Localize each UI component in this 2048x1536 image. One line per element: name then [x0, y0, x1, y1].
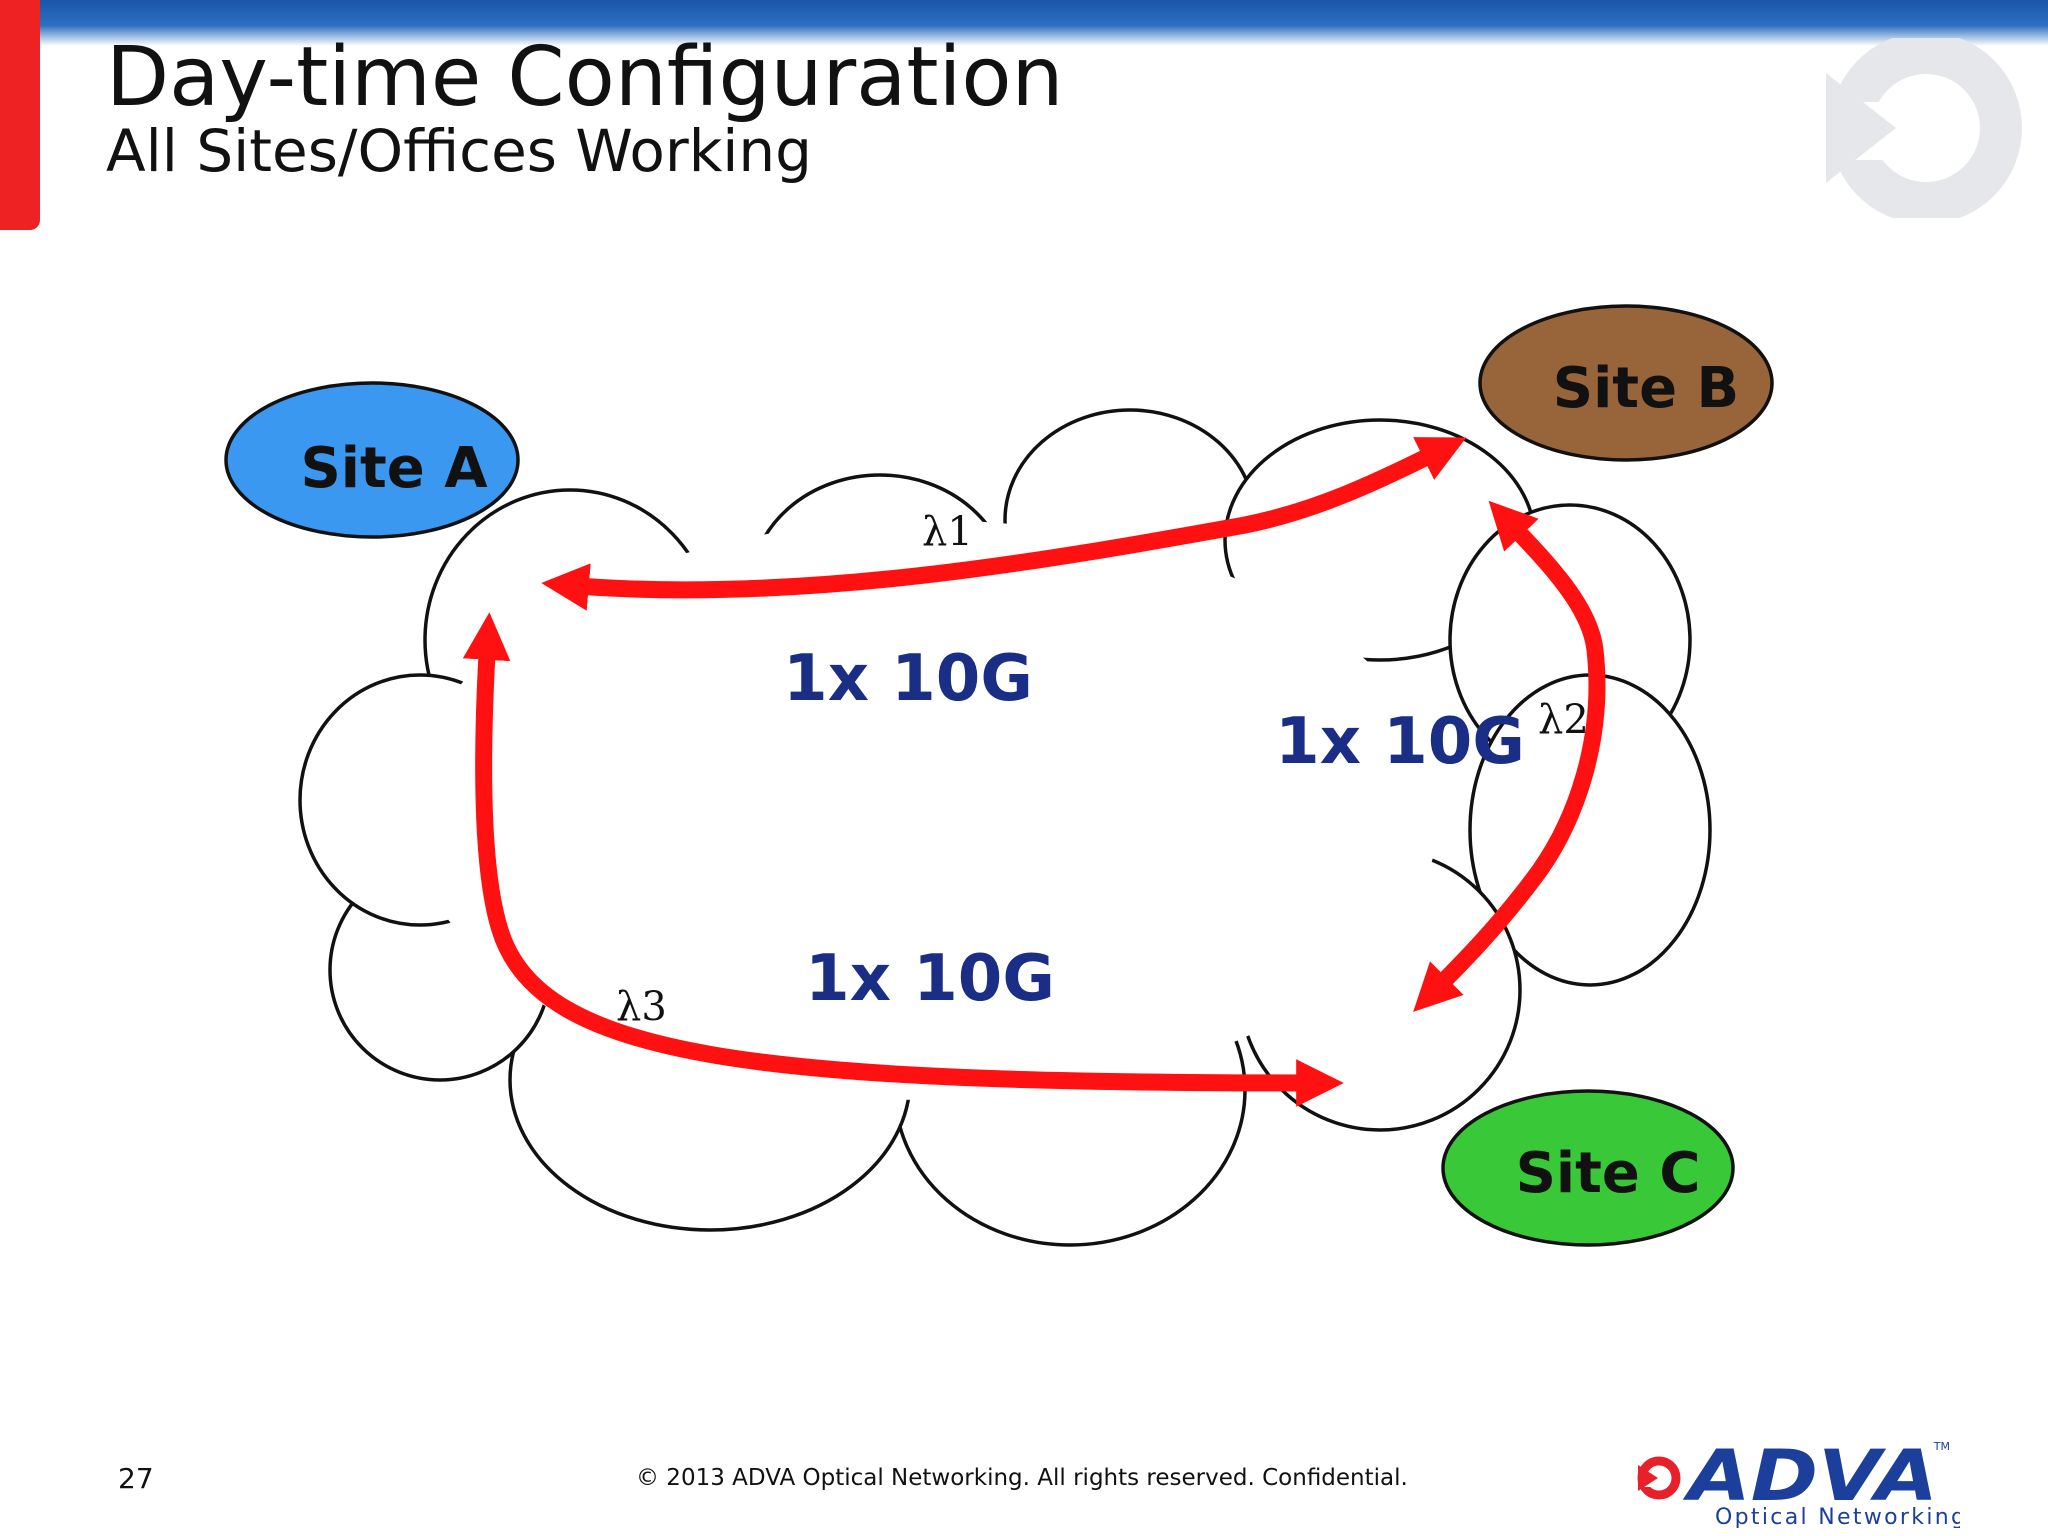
- slide-subtitle: All Sites/Offices Working: [106, 117, 812, 185]
- link-ab-wavelength-label: λ1: [922, 509, 973, 555]
- link-arrow-bc: [1413, 500, 1606, 1012]
- adva-watermark-icon: [1826, 38, 2022, 218]
- slide-title: Day-time Configuration: [106, 30, 1064, 125]
- site-c-label: Site C: [1516, 1141, 1701, 1206]
- red-accent-tab: [0, 0, 40, 230]
- adva-mark-icon: [1637, 1456, 1681, 1500]
- copyright-notice: © 2013 ADVA Optical Networking. All righ…: [636, 1465, 1408, 1491]
- site-a-label: Site A: [300, 436, 488, 501]
- site-c-node: Site C: [1441, 1089, 1735, 1247]
- link-ab-capacity-label: 1x 10G: [783, 642, 1033, 716]
- page-number: 27: [118, 1462, 154, 1495]
- site-b-label: Site B: [1553, 356, 1739, 421]
- adva-trademark: TM: [1933, 1440, 1950, 1453]
- link-arrow-ac: [462, 612, 1344, 1107]
- site-b-node: Site B: [1478, 304, 1774, 462]
- adva-tagline: Optical Networking: [1715, 1505, 1960, 1528]
- link-bc-wavelength-label: λ2: [1538, 697, 1589, 743]
- header-bar: [0, 0, 2048, 46]
- link-ac-wavelength-label: λ3: [616, 984, 667, 1030]
- adva-logo: ADVA TM Optical Networking: [1637, 1435, 1960, 1528]
- site-a-node: Site A: [224, 381, 520, 539]
- link-ac-capacity-label: 1x 10G: [805, 942, 1055, 1016]
- link-bc-capacity-label: 1x 10G: [1275, 705, 1525, 779]
- adva-brand-text: ADVA: [1682, 1435, 1938, 1517]
- link-arrow-ab: [541, 437, 1467, 611]
